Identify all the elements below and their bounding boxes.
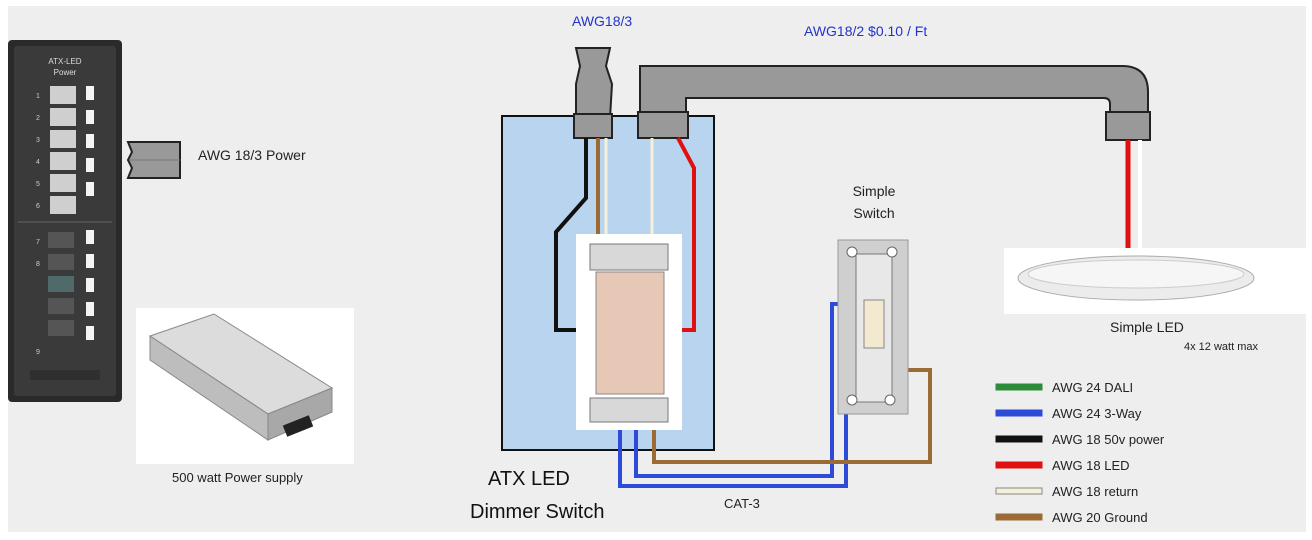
simple-led-label: Simple LED [1110,319,1184,335]
legend-swatch [995,383,1043,391]
panel-slot-number: 7 [36,239,40,246]
panel-rj-port [48,298,74,314]
panel-indicator [86,134,94,148]
panel-title-line2: Power [54,68,77,77]
panel-rj-port [48,254,74,270]
atx-led-title-line2: Dimmer Switch [470,501,604,523]
power-cable-stub [126,141,181,179]
panel-slot-number: 5 [36,181,40,188]
panel-connector [50,196,76,214]
legend-swatch [995,435,1043,443]
wire-led [672,137,696,332]
legend-label: AWG 24 3-Way [1052,406,1142,421]
legend-swatch [995,513,1043,521]
panel-indicator [86,182,94,196]
cat3-label: CAT-3 [724,496,760,511]
legend-swatch [995,409,1043,417]
conduit-awg18-3 [574,47,614,119]
panel-indicator [86,326,94,340]
panel-indicator [86,254,94,268]
panel-indicator [86,302,94,316]
panel-rj-port [48,320,74,336]
legend-label: AWG 20 Ground [1052,510,1148,525]
awg18-2-label: AWG18/2 $0.10 / Ft [804,23,927,39]
simple-switch-screw [884,394,896,406]
panel-rj-port [48,276,74,292]
simple-switch-screw [846,246,858,258]
conduit-led-fitting [1105,111,1151,141]
legend-swatch [995,461,1043,469]
simple-switch-label-line1: Simple [853,183,896,199]
panel-slot-number: 1 [36,93,40,100]
atx-led-title-line1: ATX LED [488,468,570,490]
panel-footer-label [30,370,100,380]
panel-connector [50,152,76,170]
power-supply-terminal [282,415,314,437]
awg18-3-label: AWG18/3 [572,13,632,29]
dimmer-paddle [595,271,665,395]
legend-label: AWG 18 LED [1052,458,1130,473]
panel-connector [50,174,76,192]
panel-connector [50,108,76,126]
simple-switch-screw [886,246,898,258]
simple-switch-screw [846,394,858,406]
panel-connector [50,86,76,104]
panel-slot-number: 4 [36,159,40,166]
wire-50v-power [554,138,596,332]
panel-indicator [86,86,94,100]
panel-slot-number: 3 [36,137,40,144]
power-supply-image [136,308,354,464]
panel-rj-port [48,232,74,248]
awg18-3-power-label: AWG 18/3 Power [198,147,306,163]
legend-label: AWG 18 50v power [1052,432,1165,447]
legend-label: AWG 18 return [1052,484,1138,499]
panel-indicator [86,158,94,172]
legend-label: AWG 24 DALI [1052,380,1133,395]
dimmer-top-bracket [589,243,669,271]
panel-slot-number: 6 [36,203,40,210]
simple-led-sublabel: 4x 12 watt max [1184,341,1258,353]
dimmer-bottom-bracket [589,397,669,423]
panel-slot-number: 8 [36,261,40,268]
power-supply-label: 500 watt Power supply [172,470,303,485]
panel-slot-number: 9 [36,349,40,356]
power-panel: ATX-LED Power 1 2 3 4 5 6 7 8 9 [8,40,122,402]
panel-indicator [86,230,94,244]
simple-led-lens [1027,259,1245,289]
legend-swatch [995,487,1043,495]
panel-indicator [86,278,94,292]
panel-indicator [86,110,94,124]
panel-title-line1: ATX-LED [48,57,81,66]
simple-switch-toggle [863,299,885,349]
wire-ground-switch [652,368,932,464]
panel-slot-number: 2 [36,115,40,122]
panel-connector [50,130,76,148]
simple-switch-label-line2: Switch [853,205,894,221]
conduit-awg18-3-fitting [573,113,613,139]
conduit-awg18-2-fitting [637,111,689,139]
